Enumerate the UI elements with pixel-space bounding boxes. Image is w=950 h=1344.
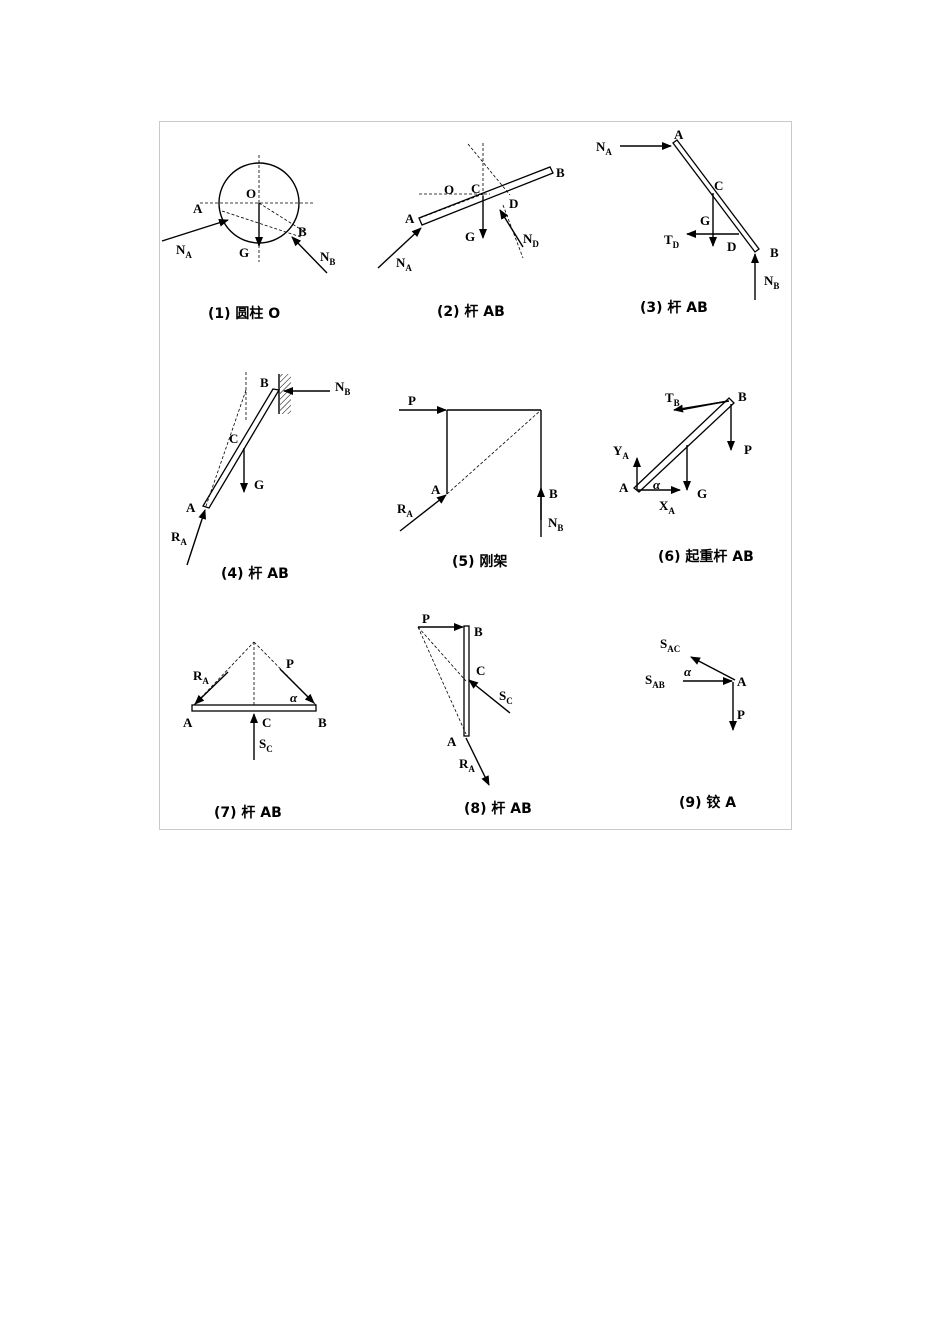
label-B: B [260, 375, 269, 390]
diagram-7-rod: RA P α A C B SC (7) 杆 AB [183, 641, 327, 821]
label-NB: NB [548, 515, 563, 533]
label-A: A [619, 480, 629, 495]
rod-AB [672, 139, 760, 253]
label-NA: NA [396, 255, 412, 273]
force-ND-arrow [499, 209, 524, 248]
rod-AB [463, 625, 470, 737]
rod-AB [202, 388, 281, 509]
label-C: C [262, 715, 271, 730]
force-SAC-arrow [690, 656, 736, 681]
label-A: A [405, 211, 415, 226]
label-B: B [318, 715, 327, 730]
label-C: C [471, 181, 480, 196]
force-NA-arrow [161, 218, 229, 242]
label-YA: YA [613, 443, 629, 461]
label-G: G [697, 486, 707, 501]
diagram-3-rod: NA A C G TD D B NB (3) 杆 AB [596, 127, 779, 316]
label-RA: RA [459, 756, 475, 774]
label-P: P [286, 656, 294, 671]
caption-3: (3) 杆 AB [640, 299, 708, 316]
label-alpha: α [290, 690, 298, 705]
label-alpha: α [653, 477, 661, 492]
label-A: A [186, 500, 196, 515]
label-alpha: α [684, 664, 692, 679]
label-NB: NB [764, 273, 779, 291]
force-P-arrow [279, 668, 315, 704]
caption-2: (2) 杆 AB [437, 303, 505, 320]
label-P: P [737, 707, 745, 722]
caption-7: (7) 杆 AB [214, 804, 282, 821]
caption-9: (9) 铰 A [679, 794, 736, 811]
caption-1: (1) 圆柱 O [208, 305, 280, 322]
label-B: B [738, 389, 747, 404]
label-XA: XA [659, 498, 675, 516]
diagram-1-cylinder: O A B G NA NB (1) 圆柱 O [161, 155, 335, 322]
caption-8: (8) 杆 AB [464, 800, 532, 817]
label-C: C [714, 178, 723, 193]
label-RA: RA [397, 501, 413, 519]
label-RA: RA [171, 529, 187, 547]
label-P: P [408, 393, 416, 408]
label-P: P [422, 611, 430, 626]
diagram-8-rod: P B C SC A RA (8) 杆 AB [417, 611, 532, 817]
label-TD: TD [664, 232, 680, 250]
label-D: D [509, 196, 518, 211]
label-G: G [239, 245, 249, 260]
label-O: O [444, 182, 454, 197]
label-TB: TB [665, 390, 680, 408]
force-RA-arrow [186, 509, 207, 566]
caption-5: (5) 刚架 [452, 553, 507, 570]
label-NB: NB [320, 249, 335, 267]
label-B: B [549, 486, 558, 501]
label-C: C [229, 431, 238, 446]
force-RA-arrow [399, 494, 447, 532]
force-SC-arrow [468, 679, 511, 714]
label-SC: SC [499, 688, 513, 706]
label-NB: NB [335, 379, 350, 397]
diagram-2-rod: O C B A D G NA ND (2) 杆 AB [377, 143, 565, 320]
label-C: C [476, 663, 485, 678]
label-G: G [465, 229, 475, 244]
force-TB-arrow [673, 400, 730, 413]
diagram-5-frame: P A RA B NB (5) 刚架 [397, 393, 563, 570]
label-A: A [737, 674, 747, 689]
force-NB-arrow [291, 236, 328, 274]
label-P: P [744, 442, 752, 457]
diagram-6-crane: TB B YA P A α G XA (6) 起重杆 AB [613, 389, 754, 565]
label-ND: ND [523, 231, 539, 249]
force-NA-arrow [377, 227, 422, 269]
rod-AB [418, 166, 554, 226]
diagram-9-hinge: SAC SAB α A P (9) 铰 A [645, 636, 747, 811]
label-SAB: SAB [645, 672, 665, 690]
label-D: D [727, 239, 736, 254]
label-SAC: SAC [660, 636, 680, 654]
label-SC: SC [259, 736, 273, 754]
label-NA: NA [176, 242, 192, 260]
label-RA: RA [193, 668, 209, 686]
label-O: O [246, 186, 256, 201]
label-B: B [556, 165, 565, 180]
label-A: A [183, 715, 193, 730]
label-B: B [474, 624, 483, 639]
label-A: A [193, 201, 203, 216]
label-NA: NA [596, 139, 612, 157]
rod-AB [633, 397, 735, 493]
label-A: A [431, 482, 441, 497]
label-G: G [254, 477, 264, 492]
label-B: B [298, 224, 307, 239]
label-A: A [674, 127, 684, 142]
force-RA-arrow [194, 671, 229, 705]
label-B: B [770, 245, 779, 260]
label-A: A [447, 734, 457, 749]
force-RA-arrow [465, 737, 490, 786]
caption-6: (6) 起重杆 AB [658, 548, 754, 565]
rod-AB [191, 704, 317, 712]
wall-hatch [280, 374, 291, 414]
label-G: G [700, 213, 710, 228]
caption-4: (4) 杆 AB [221, 565, 289, 582]
diagram-4-rod: B NB C G A RA (4) 杆 AB [171, 372, 350, 582]
